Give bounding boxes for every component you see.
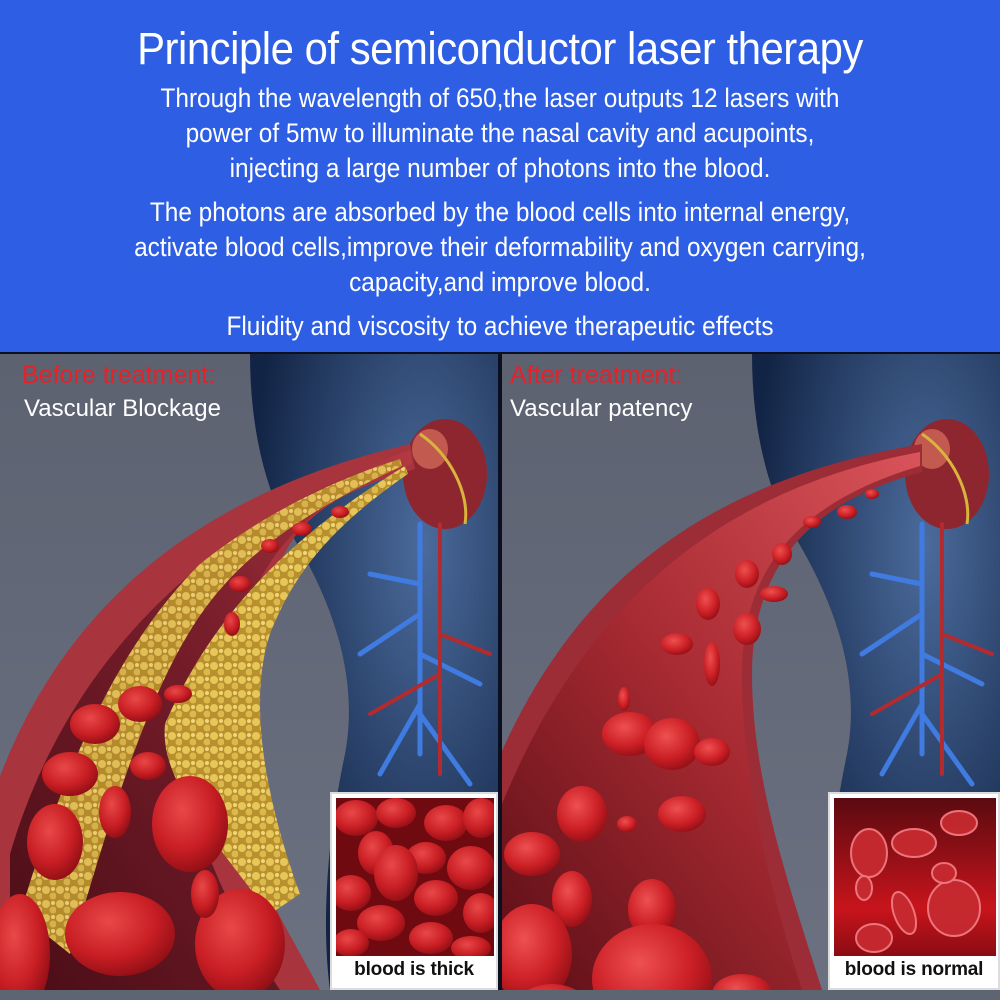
description-line: injecting a large number of photons into… [229,153,771,183]
bottom-border [0,990,1000,1000]
page-title: Principle of semiconductor laser therapy [137,23,863,74]
description-paragraph-1: Through the wavelength of 650,the laser … [40,81,960,186]
blood-is-thick-caption: blood is thick [354,959,474,980]
vascular-blockage-label: Vascular Blockage [24,395,221,422]
vascular-patency-label: Vascular patency [510,395,693,422]
description-line: Through the wavelength of 650,the laser … [160,83,840,113]
normal-blood-inset: blood is normal [828,792,1000,990]
blood-is-normal-caption: blood is normal [844,959,984,980]
after-treatment-panel: After treatment: Vascular patency [502,354,1000,990]
description-line: capacity,and improve blood. [349,267,651,297]
comparison-panels: Before treatment: Vascular Blockage bloo… [0,352,1000,1000]
after-treatment-heading: After treatment: [510,361,683,389]
header-banner: Principle of semiconductor laser therapy… [0,0,1000,352]
before-treatment-heading: Before treatment: [22,361,216,389]
red-blood-cells [502,489,879,990]
thick-blood-cells-image [336,798,494,956]
before-treatment-panel: Before treatment: Vascular Blockage bloo… [0,354,498,990]
red-blood-cells [0,506,349,990]
description-paragraph-3: Fluidity and viscosity to achieve therap… [40,309,960,344]
description-line: power of 5mw to illuminate the nasal cav… [185,118,815,148]
description-line: activate blood cells,improve their defor… [134,232,866,262]
normal-blood-cells-image [834,798,996,956]
description-line: Fluidity and viscosity to achieve therap… [226,311,774,341]
description-line: The photons are absorbed by the blood ce… [149,197,851,227]
description-paragraph-2: The photons are absorbed by the blood ce… [40,195,960,300]
thick-blood-inset: blood is thick [330,792,498,990]
